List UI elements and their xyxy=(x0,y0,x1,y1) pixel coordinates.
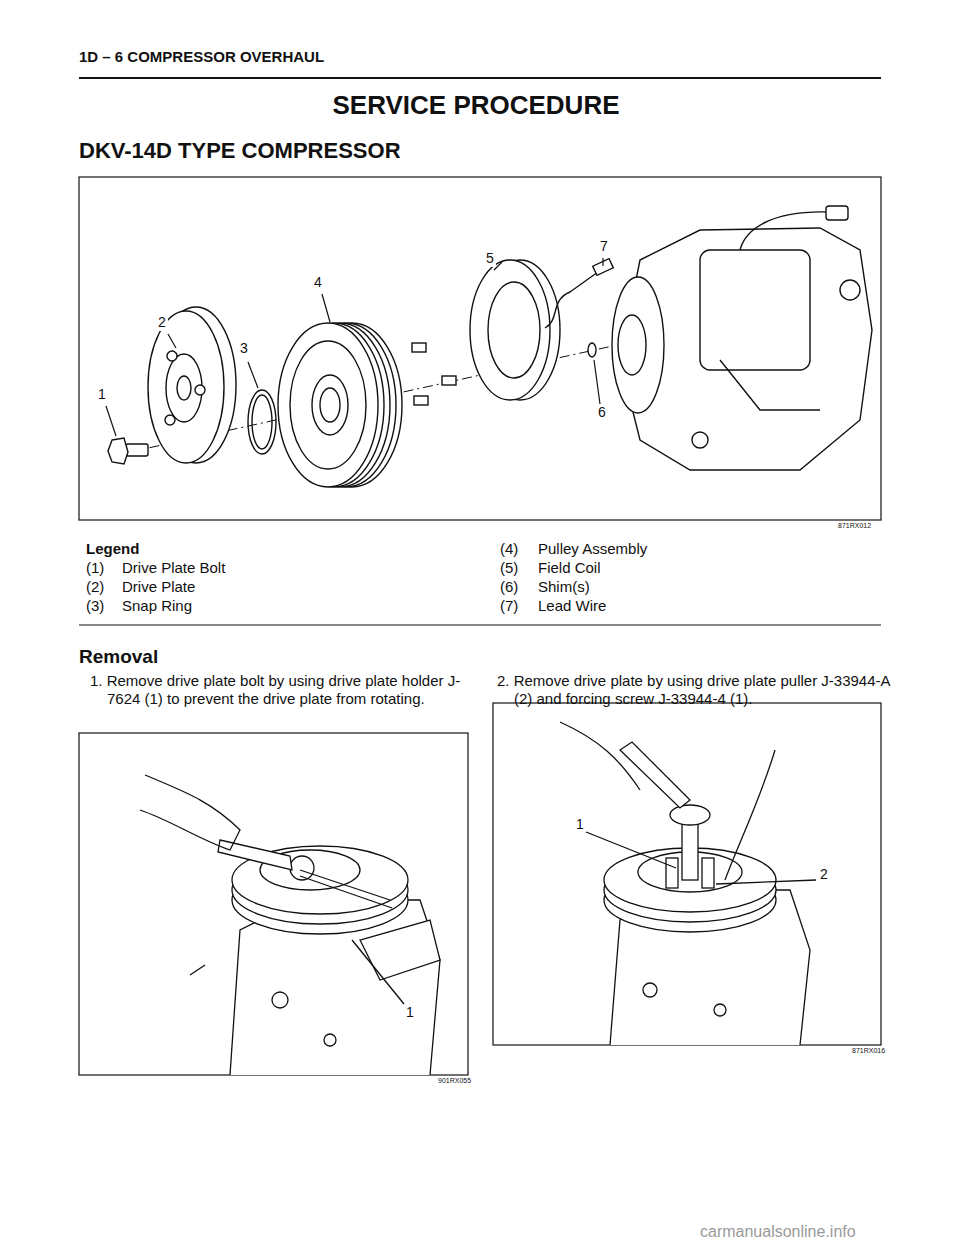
callout-number: 1 xyxy=(404,1004,416,1021)
legend-number: (2) xyxy=(86,578,104,596)
shim xyxy=(588,343,596,357)
legend-number: (1) xyxy=(86,559,104,577)
header-rule xyxy=(79,77,881,79)
figure-frame xyxy=(493,703,881,1045)
legend-number: (7) xyxy=(500,597,518,615)
callout-number: 1 xyxy=(96,386,108,403)
callout-number: 1 xyxy=(574,816,586,833)
part-name: Drive Plate xyxy=(122,578,195,596)
section-heading: DKV-14D TYPE COMPRESSOR xyxy=(79,138,401,164)
part-name: Snap Ring xyxy=(122,597,192,615)
part-name: Shim(s) xyxy=(538,578,590,596)
callout-number: 6 xyxy=(596,404,608,421)
figure-frame xyxy=(79,177,881,520)
field-coil xyxy=(470,259,613,400)
figure-code: 871RX016 xyxy=(852,1047,885,1055)
callout-number: 3 xyxy=(238,340,250,357)
legend-heading: Legend xyxy=(86,540,139,558)
watermark: carmanualsonline.info xyxy=(700,1222,856,1241)
part-name: Pulley Assembly xyxy=(538,540,647,558)
leader-lines xyxy=(106,258,603,436)
puller-figure xyxy=(560,722,816,1045)
legend-rule xyxy=(79,625,881,626)
legend-number: (3) xyxy=(86,597,104,615)
drive-plate-bolt xyxy=(108,438,148,464)
figure-code: 871RX012 xyxy=(838,522,871,530)
callout-number: 4 xyxy=(312,274,324,291)
page-header: 1D – 6 COMPRESSOR OVERHAUL xyxy=(79,48,324,66)
legend-number: (5) xyxy=(500,559,518,577)
part-name: Lead Wire xyxy=(538,597,606,615)
callout-number: 5 xyxy=(484,250,496,267)
callout-number: 7 xyxy=(598,238,610,255)
snap-ring xyxy=(248,390,276,454)
page-title: SERVICE PROCEDURE xyxy=(0,90,956,121)
figure-code: 901RX055 xyxy=(438,1077,471,1085)
procedure-step: 1. Remove drive plate bolt by using driv… xyxy=(90,672,487,708)
legend-number: (4) xyxy=(500,540,518,558)
part-name: Field Coil xyxy=(538,559,601,577)
callout-number: 2 xyxy=(818,866,830,883)
drive-plate xyxy=(148,307,236,463)
procedure-step: 2. Remove drive plate by using drive pla… xyxy=(497,672,900,708)
compressor-body xyxy=(612,206,872,470)
callout-number: 2 xyxy=(156,314,168,331)
exploded-view xyxy=(108,206,872,487)
part-name: Drive Plate Bolt xyxy=(122,559,225,577)
holder-figure xyxy=(140,775,440,1075)
pulley-assembly xyxy=(278,323,402,487)
subheading: Removal xyxy=(79,646,158,669)
figure-frame xyxy=(79,733,468,1075)
legend-number: (6) xyxy=(500,578,518,596)
coil-bolts xyxy=(412,343,456,405)
